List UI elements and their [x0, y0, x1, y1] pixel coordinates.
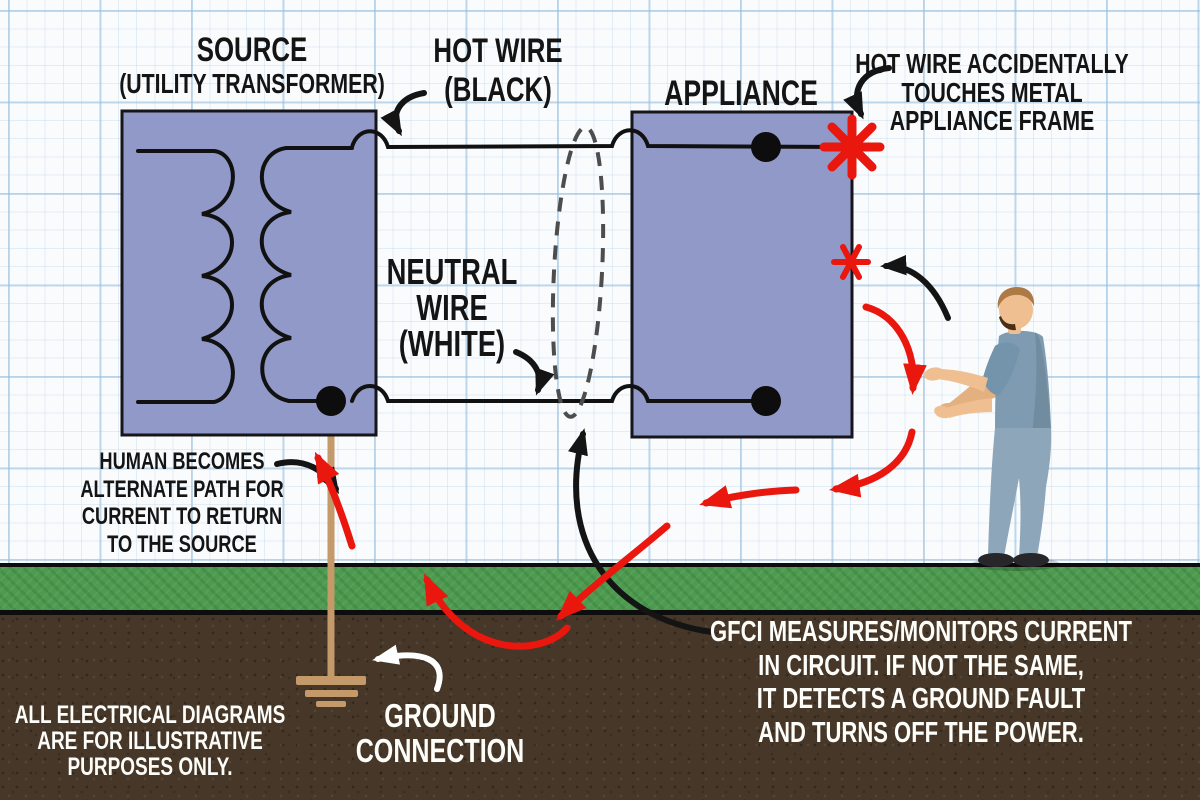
appliance-hot-terminal	[751, 132, 781, 162]
earth-ground-icon	[296, 676, 366, 707]
fault-spark-large-icon	[819, 114, 885, 180]
gfci-description-label: GFCI MEASURES/MONITORS CURRENT IN CIRCUI…	[709, 616, 1133, 749]
disclaimer-label: ALL ELECTRICAL DIAGRAMS ARE FOR ILLUSTRA…	[14, 701, 286, 781]
neutral-wire-pointer-arrow	[513, 349, 555, 396]
gfci-sensor-loop-icon	[550, 125, 606, 419]
secondary-winding-icon	[259, 146, 354, 403]
hot-wire-pointer-arrow	[380, 90, 427, 137]
ground-connection-label: GROUND CONNECTION	[355, 697, 525, 769]
touch-point-arrow	[880, 255, 951, 321]
dirt-ground	[0, 615, 1200, 800]
ground-pointer-arrow	[372, 644, 443, 692]
accident-label: HOT WIRE ACCIDENTALLY TOUCHES METAL APPL…	[855, 48, 1129, 136]
fault-current-path	[314, 303, 927, 650]
appliance-neutral-terminal	[751, 386, 781, 416]
appliance-label: APPLIANCE	[664, 74, 818, 113]
human-path-label: HUMAN BECOMES ALTERNATE PATH FOR CURRENT…	[80, 448, 284, 558]
hot-wire	[350, 128, 852, 150]
neutral-wire	[350, 384, 768, 403]
gfci-pointer-arrow	[568, 428, 715, 635]
person-figure	[924, 287, 1060, 571]
fault-spark-small-icon	[831, 244, 871, 280]
neutral-wire-label: NEUTRAL WIRE (WHITE)	[386, 251, 518, 364]
transformer-neutral-terminal	[316, 386, 346, 416]
source-transformer-box	[120, 109, 378, 437]
appliance-box	[630, 110, 854, 439]
source-label: SOURCE (UTILITY TRANSFORMER)	[119, 31, 385, 99]
fault-pointer-arrow	[843, 65, 892, 120]
hot-wire-label: HOT WIRE (BLACK)	[433, 32, 563, 109]
primary-winding-icon	[136, 149, 235, 404]
